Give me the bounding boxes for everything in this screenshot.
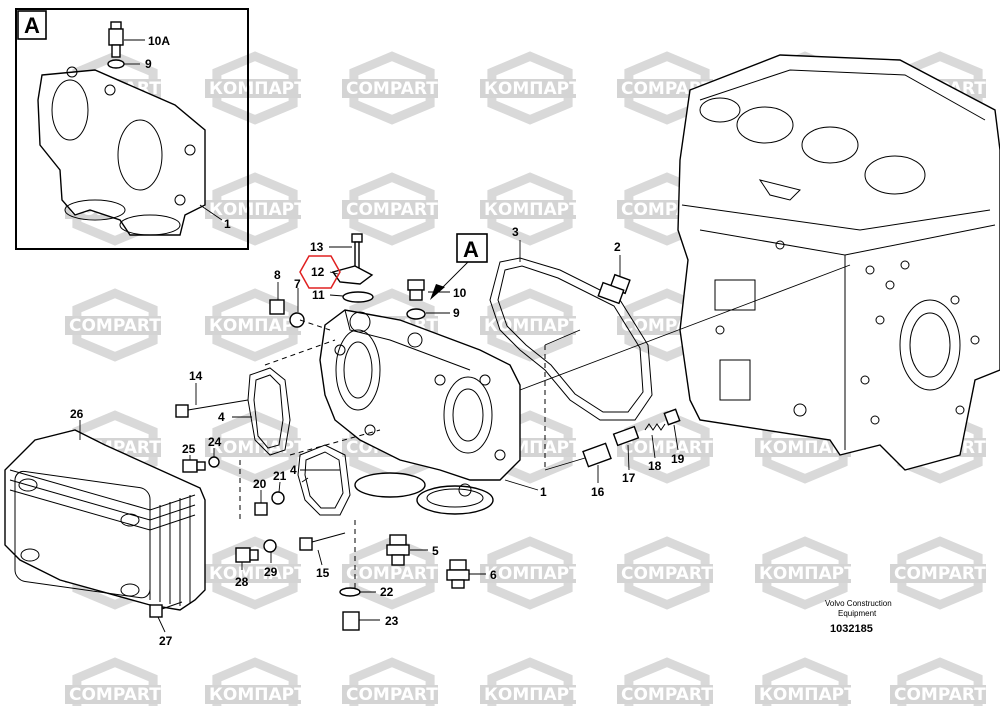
callout-15: 15 <box>316 566 330 580</box>
callout-21: 21 <box>273 469 287 483</box>
view-marker-a <box>430 233 488 300</box>
callout-4-second: 4 <box>290 463 297 477</box>
callout-12: 12 <box>311 265 325 279</box>
brand-line-1: Volvo Construction <box>825 599 892 608</box>
watermark-text: COMPART <box>69 316 161 336</box>
watermark-text: COMPART <box>346 564 438 584</box>
callout-22: 22 <box>380 585 394 599</box>
leader-lines <box>79 240 679 633</box>
watermark-tile: COMPART <box>65 657 161 706</box>
callout-10: 10 <box>453 286 467 300</box>
view-marker-letter: A <box>463 237 479 262</box>
gasket-3 <box>489 257 653 421</box>
callout-11: 11 <box>312 288 325 302</box>
callout-25: 25 <box>182 442 196 456</box>
watermark-text: КОМПАРТ <box>484 79 581 99</box>
callout-14: 14 <box>189 369 203 383</box>
callout-24: 24 <box>208 435 222 449</box>
watermark-tile: КОМПАРТ <box>480 172 581 246</box>
inset-callout-9: 9 <box>145 57 152 71</box>
watermark-tile: COMPART <box>342 172 438 246</box>
watermark-text: КОМПАРТ <box>484 316 581 336</box>
inset-callout-10a: 10A <box>148 34 170 48</box>
callout-9: 9 <box>453 306 460 320</box>
watermark-tile: COMPART <box>342 657 438 706</box>
callout-17: 17 <box>622 471 636 485</box>
watermark-tile: КОМПАРТ <box>480 51 581 125</box>
highlight-hexagon <box>299 255 341 289</box>
callout-16: 16 <box>591 485 605 499</box>
watermark-text: COMPART <box>346 79 438 99</box>
watermark-text: КОМПАРТ <box>484 564 581 584</box>
watermark-tile: COMPART <box>890 657 986 706</box>
brand-line-2: Equipment <box>838 609 877 618</box>
watermark-tile: COMPART <box>342 536 438 610</box>
watermark-text: COMPART <box>621 564 713 584</box>
watermark-tile: КОМПАРТ <box>755 657 856 706</box>
callout-19: 19 <box>671 452 685 466</box>
watermark-text: COMPART <box>346 200 438 220</box>
callout-7: 7 <box>294 277 301 291</box>
watermark-text: COMPART <box>69 685 161 705</box>
watermark-text: COMPART <box>894 564 986 584</box>
watermark-text: КОМПАРТ <box>209 685 306 705</box>
watermark-tile: КОМПАРТ <box>755 536 856 610</box>
callout-1: 1 <box>540 485 547 499</box>
callout-8: 8 <box>274 268 281 282</box>
callout-18: 18 <box>648 459 662 473</box>
watermark-tile: COMPART <box>617 410 713 484</box>
watermark-text: КОМПАРТ <box>209 564 306 584</box>
watermark-tile: КОМПАРТ <box>480 288 581 362</box>
callout-3: 3 <box>512 225 519 239</box>
watermark-tile: КОМПАРТ <box>205 172 306 246</box>
callout-20: 20 <box>253 477 267 491</box>
small-parts <box>149 233 681 631</box>
watermark-text: КОМПАРТ <box>209 79 306 99</box>
watermark-text: COMPART <box>621 438 713 458</box>
callout-27: 27 <box>159 634 173 648</box>
callout-23: 23 <box>385 614 399 628</box>
oil-filter-housing <box>319 309 521 515</box>
watermark-text: КОМПАРТ <box>209 438 306 458</box>
watermark-tile: КОМПАРТ <box>205 657 306 706</box>
watermark-text: COMPART <box>621 685 713 705</box>
watermark-tile: COMPART <box>890 536 986 610</box>
watermark-text: COMPART <box>894 685 986 705</box>
inset-callout-1: 1 <box>224 217 231 231</box>
engine-block <box>677 54 1000 471</box>
callout-26: 26 <box>70 407 84 421</box>
watermark-tile: COMPART <box>65 288 161 362</box>
callout-6: 6 <box>490 568 497 582</box>
callout-2: 2 <box>614 240 621 254</box>
watermark-tile: КОМПАРТ <box>480 536 581 610</box>
watermark-tile: COMPART <box>342 51 438 125</box>
oil-cooler <box>4 429 206 611</box>
watermark-tile: COMPART <box>617 657 713 706</box>
callout-13: 13 <box>310 240 324 254</box>
alignment-lines <box>239 264 851 590</box>
watermark-tile: КОМПАРТ <box>480 657 581 706</box>
detail-view-a <box>15 8 249 250</box>
watermark-text: КОМПАРТ <box>484 685 581 705</box>
watermark-text: КОМПАРТ <box>759 685 856 705</box>
watermark-tile: КОМПАРТ <box>205 288 306 362</box>
watermark-tile: КОМПАРТ <box>205 51 306 125</box>
document-number: 1032185 <box>830 623 873 635</box>
watermark-text: КОМПАРТ <box>209 316 306 336</box>
watermark-text: COMPART <box>346 685 438 705</box>
watermark-tile: КОМПАРТ <box>205 536 306 610</box>
callout-4: 4 <box>218 410 225 424</box>
inset-letter: A <box>24 13 40 38</box>
gasket-4-upper <box>247 367 291 456</box>
callout-28: 28 <box>235 575 249 589</box>
watermark-text: КОМПАРТ <box>209 200 306 220</box>
callout-29: 29 <box>264 565 278 579</box>
callout-5: 5 <box>432 544 439 558</box>
watermark-text: КОМПАРТ <box>759 564 856 584</box>
gasket-4-lower <box>297 444 351 516</box>
watermark-text: КОМПАРТ <box>484 200 581 220</box>
watermark-tile: COMPART <box>617 536 713 610</box>
